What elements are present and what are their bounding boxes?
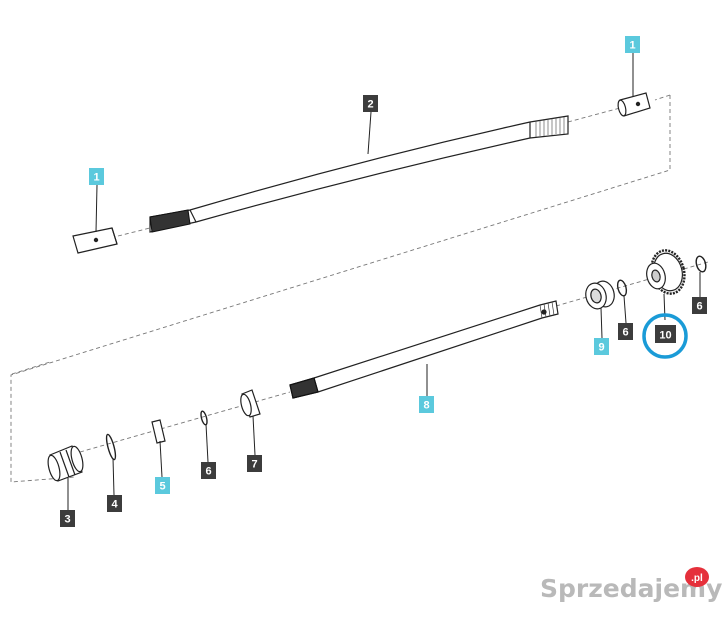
part-2-left-spline [149,209,191,233]
svg-text:1: 1 [629,40,635,52]
part-6-ring-end [695,255,707,273]
svg-text:3: 3 [64,514,70,526]
svg-text:8: 8 [423,400,429,412]
callout-4: 4 [107,495,122,512]
svg-text:5: 5 [159,481,165,493]
part-2-right-spline [535,117,565,137]
callout-1a: 1 [89,168,104,185]
callout-3: 3 [60,510,75,527]
part-8-left-thread [289,377,319,399]
callout-7: 7 [247,455,262,472]
callout-6a: 6 [201,462,216,479]
callout-1b: 1 [625,36,640,53]
callout-10: 10 [642,313,688,359]
callout-6c: 6 [692,297,707,314]
svg-text:7: 7 [251,459,257,471]
part-10-gear [646,249,686,295]
part-2-upper-shaft [149,115,569,233]
callout-6b: 6 [618,323,633,340]
svg-text:4: 4 [111,499,118,511]
part-4-ring [105,433,117,461]
svg-text:6: 6 [622,327,628,339]
highlight-ring [642,313,688,359]
callout-8: 8 [419,396,434,413]
part-7-sleeve [240,389,261,418]
upper-axis [117,107,621,237]
leader-lines [67,53,701,510]
part-8-lower-shaft [289,300,559,399]
watermark: Sprzedajemy .pl [540,567,722,603]
svg-text:6: 6 [205,466,211,478]
part-3-flanged-bushing [47,445,84,482]
svg-text:10: 10 [659,330,671,342]
callout-9: 9 [594,338,609,355]
part-9-bearing [585,280,615,310]
part-1-right-bushing [617,92,651,117]
svg-text:.pl: .pl [691,573,703,584]
svg-text:2: 2 [367,99,373,111]
watermark-badge: .pl [685,567,709,587]
assembly-outline [10,94,671,483]
callout-2: 2 [363,95,378,112]
svg-text:6: 6 [696,301,702,313]
part-1-left-bushing [72,227,118,254]
part-5-spacer [151,419,166,444]
part-6-ring-mid [616,279,628,297]
svg-text:9: 9 [598,342,604,354]
part-6-o-ring-lower [200,410,208,426]
svg-text:1: 1 [93,172,99,184]
callout-5: 5 [155,477,170,494]
